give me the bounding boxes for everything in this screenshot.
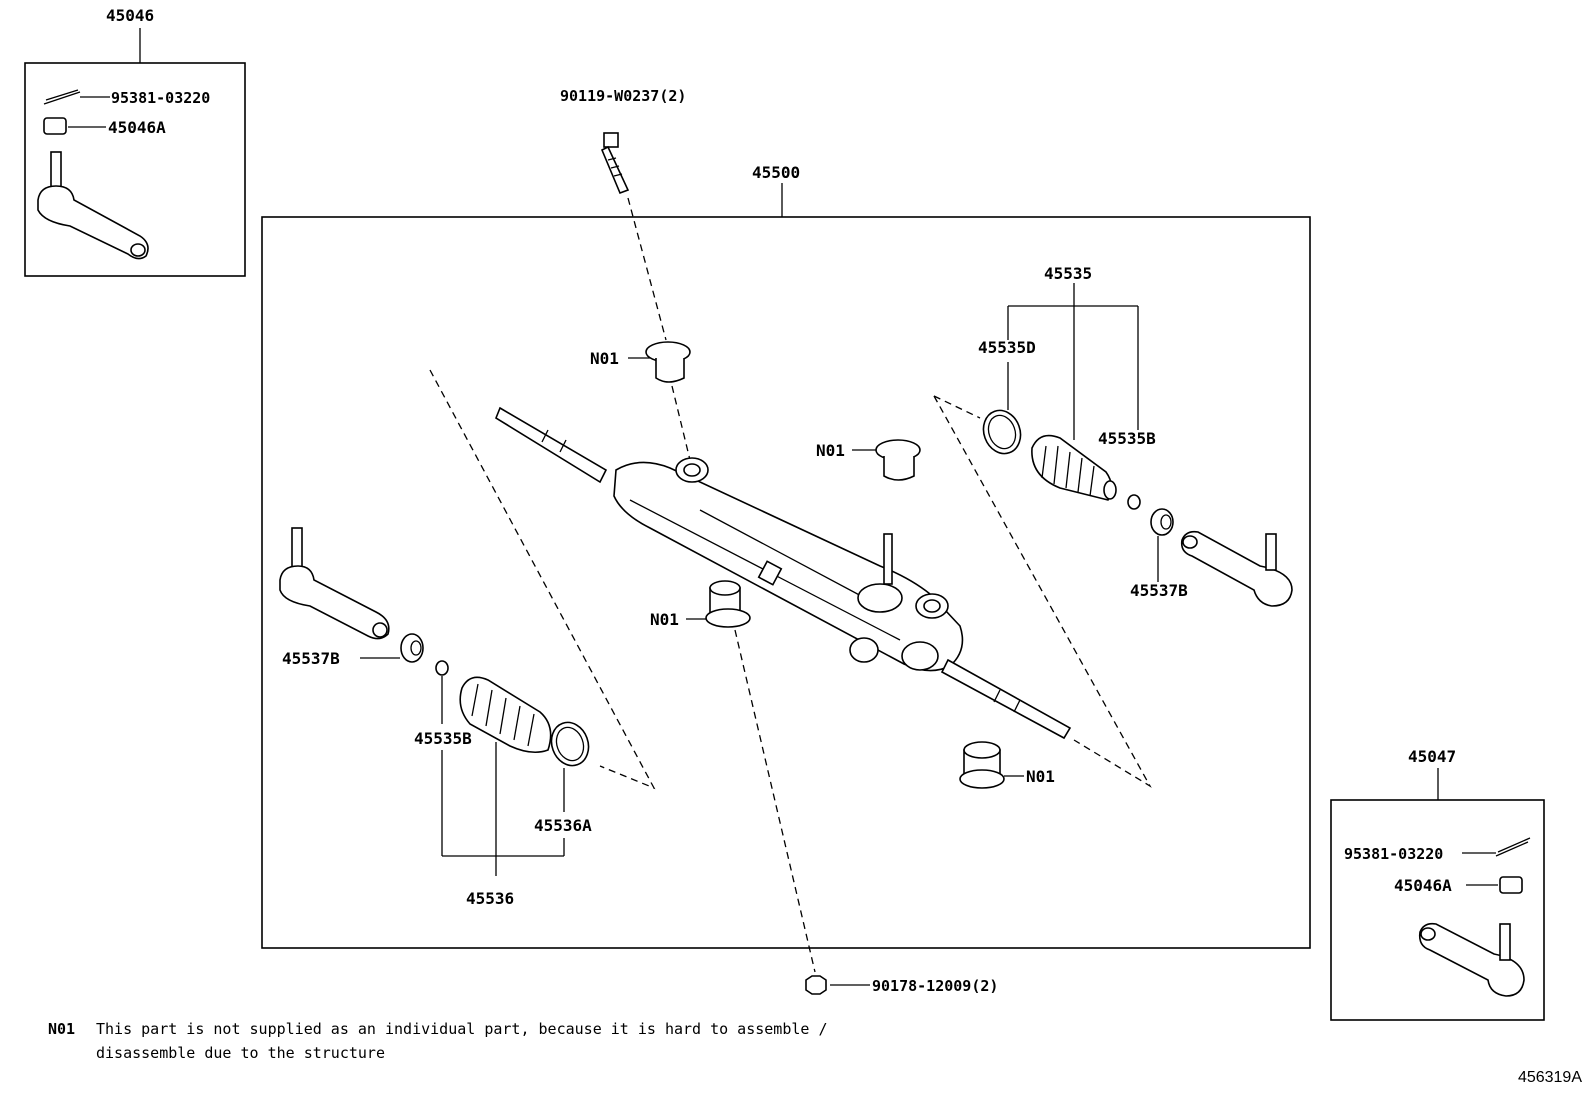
footnote-line1: This part is not supplied as an individu… (96, 1020, 828, 1038)
nut-icon (805, 975, 870, 995)
cotter-pin-icon (43, 89, 81, 105)
bushing-icon (875, 439, 921, 481)
kit-box-45047: 45047 95381-03220 45046A (1330, 747, 1545, 1021)
bushing-icon (705, 580, 751, 628)
label-n01-c: N01 (650, 610, 679, 629)
label-clamp-right-small: 45535B (1098, 429, 1156, 448)
label-clamp-left-big: 45536A (534, 816, 592, 835)
label-kit-right: 45047 (1408, 747, 1456, 766)
label-kit-left-nut: 45046A (108, 118, 166, 137)
footnote-code: N01 (48, 1020, 76, 1038)
bush-icon (1150, 508, 1174, 536)
label-n01-d: N01 (1026, 767, 1055, 786)
tie-rod-end-icon (279, 527, 390, 640)
clamp-icon (435, 660, 449, 676)
label-kit-right-nut: 45046A (1394, 876, 1452, 895)
boot-kit-right: 45535 45535D 45535B 45537B (978, 264, 1293, 607)
tie-rod-end-icon (1180, 530, 1293, 607)
label-boot-kit-right: 45535 (1044, 264, 1092, 283)
label-kit-left: 45046 (106, 6, 154, 25)
label-bush-left: 45537B (282, 649, 340, 668)
bolt-icon (600, 132, 630, 195)
label-clamp-right-big: 45535D (978, 338, 1036, 357)
footnote: N01 This part is not supplied as an indiv… (48, 1017, 828, 1065)
tie-rod-end-icon (37, 151, 149, 260)
castle-nut-icon (43, 117, 67, 135)
assembly-box-45500: 45500 (261, 163, 1311, 949)
label-assembly: 45500 (752, 163, 800, 182)
figure-number: 456319A (1517, 1069, 1582, 1086)
bush-icon (400, 633, 424, 663)
label-n01-a: N01 (590, 349, 619, 368)
cotter-pin-icon (1495, 837, 1531, 857)
boot-kit-left: 45537B 45535B 45536 45536A (279, 527, 592, 908)
footnote-line2: disassemble due to the structure (96, 1044, 385, 1062)
clamp-icon (1127, 494, 1141, 510)
label-bush-right: 45537B (1130, 581, 1188, 600)
clamp-icon (982, 409, 1022, 455)
steering-rack-icon (495, 406, 1072, 740)
castle-nut-icon (1499, 876, 1523, 894)
label-bolt-top: 90119-W0237(2) (560, 87, 686, 105)
clamp-icon (550, 721, 590, 767)
boot-icon (459, 676, 552, 754)
label-nut-bottom: 90178-12009(2) (872, 977, 998, 995)
tie-rod-end-icon (1418, 922, 1525, 997)
bushing-icon (645, 341, 691, 383)
bushing-icon (959, 741, 1005, 789)
kit-box-45046: 45046 95381-03220 45046A (24, 6, 246, 277)
label-kit-left-pin: 95381-03220 (111, 89, 210, 107)
label-n01-b: N01 (816, 441, 845, 460)
label-kit-right-pin: 95381-03220 (1344, 845, 1443, 863)
label-clamp-left-small: 45535B (414, 729, 472, 748)
label-boot-kit-left: 45536 (466, 889, 514, 908)
